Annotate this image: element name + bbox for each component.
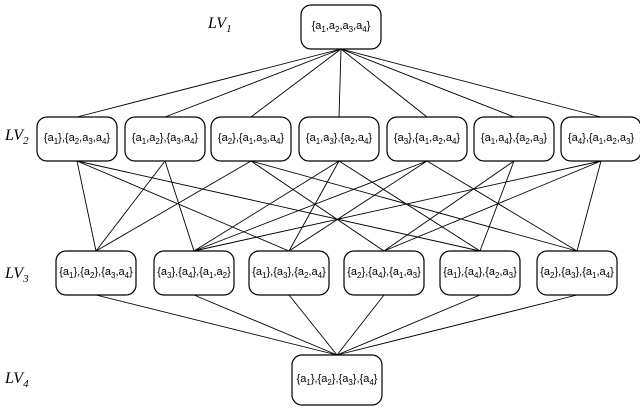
lattice-edges (76, 48, 602, 356)
edge-lv1-lv2 (340, 48, 515, 118)
edge-lv2-lv3 (288, 160, 340, 252)
edge-lv2-lv3 (479, 160, 515, 252)
edge-lv1-lv2 (164, 48, 342, 118)
edge-lv3-lv4 (336, 294, 481, 356)
node-label: {a1​},{a3​},{a2​,a4​} (252, 266, 326, 280)
edge-lv3-lv4 (288, 294, 338, 356)
node-box (153, 250, 235, 296)
edge-lv3-lv4 (336, 294, 578, 356)
node-lv3-3: {a1​},{a3​},{a2​,a4​} (248, 250, 330, 296)
node-label: {a1​},{a2​},{a3​},{a4​} (297, 373, 378, 387)
edge-lv2-lv3 (383, 160, 602, 252)
edge-lv1-lv2 (340, 48, 602, 118)
node-box (343, 250, 425, 296)
node-lv4-1: {a1​},{a2​},{a3​},{a4​} (291, 354, 383, 406)
node-box (300, 4, 382, 50)
edge-lv2-lv3 (383, 160, 515, 252)
edge-lv1-lv2 (76, 48, 342, 118)
node-lv1-1: {a1​,a2​,a3​,a4​} (300, 4, 382, 50)
edge-lv2-lv3 (288, 160, 428, 252)
node-label: {a3​},{a1​,a2​,a4​} (394, 132, 461, 146)
node-lv2-1: {a1​},{a2​,a3​,a4​} (36, 116, 118, 162)
node-box (386, 116, 468, 162)
node-label: {a1​},{a2​,a3​,a4​} (44, 132, 111, 146)
node-label: {a2​},{a1​,a3​,a4​} (218, 132, 285, 146)
node-box (55, 250, 137, 296)
node-lv2-3: {a2​},{a1​,a3​,a4​} (210, 116, 292, 162)
node-label: {a2​},{a3​},{a1​,a4​} (540, 266, 614, 280)
node-box (36, 116, 118, 162)
edge-lv2-lv3 (193, 160, 602, 252)
node-box (560, 116, 640, 162)
node-label: {a3​},{a4​},{a1​,a2​} (157, 266, 231, 280)
node-lv2-7: {a4​},{a1​,a2​,a3​} (560, 116, 640, 162)
node-label: {a1​,a3​},{a2​,a4​} (306, 132, 373, 146)
node-box (291, 354, 383, 406)
edge-lv2-lv3 (164, 160, 195, 252)
level-label-lv2: LV2 (4, 127, 29, 147)
level-label-lv4: LV4 (4, 370, 29, 390)
node-box (439, 250, 521, 296)
node-lv2-4: {a1​,a3​},{a2​,a4​} (298, 116, 380, 162)
node-box (536, 250, 618, 296)
edge-lv2-lv3 (576, 160, 602, 252)
node-box (298, 116, 380, 162)
edge-lv2-lv3 (76, 160, 290, 252)
node-label: {a1​,a4​},{a2​,a3​} (481, 132, 548, 146)
node-label: {a4​},{a1​,a2​,a3​} (568, 132, 635, 146)
edge-lv2-lv3 (426, 160, 578, 252)
edge-lv1-lv2 (340, 48, 428, 118)
node-box (210, 116, 292, 162)
node-lv2-5: {a3​},{a1​,a2​,a4​} (386, 116, 468, 162)
node-label: {a1​,a2​,a3​,a4​} (312, 20, 371, 34)
edge-lv2-lv3 (250, 160, 578, 252)
node-label: {a1​},{a2​},{a3​,a4​} (59, 266, 133, 280)
edge-lv2-lv3 (250, 160, 385, 252)
node-lv3-4: {a2​},{a4​},{a1​,a3​} (343, 250, 425, 296)
edge-lv2-lv3 (76, 160, 481, 252)
edge-lv3-lv4 (336, 294, 385, 356)
edge-lv2-lv3 (95, 160, 252, 252)
node-lv3-5: {a1​},{a4​},{a2​,a3​} (439, 250, 521, 296)
edge-lv1-lv2 (250, 48, 342, 118)
node-lv3-1: {a1​},{a2​},{a3​,a4​} (55, 250, 137, 296)
edge-lv3-lv4 (95, 294, 338, 356)
edge-lv1-lv2 (338, 48, 342, 118)
node-label: {a1​},{a4​},{a2​,a3​} (443, 266, 517, 280)
node-lv3-6: {a2​},{a3​},{a1​,a4​} (536, 250, 618, 296)
node-lv2-6: {a1​,a4​},{a2​,a3​} (473, 116, 555, 162)
level-label-lv3: LV3 (4, 265, 29, 285)
edge-lv3-lv4 (193, 294, 338, 356)
edge-lv2-lv3 (193, 160, 340, 252)
node-lv2-2: {a1​,a2​},{a3​,a4​} (124, 116, 206, 162)
node-label: {a2​},{a4​},{a1​,a3​} (347, 266, 421, 280)
node-box (124, 116, 206, 162)
node-lv3-2: {a3​},{a4​},{a1​,a2​} (153, 250, 235, 296)
edge-lv2-lv3 (76, 160, 97, 252)
node-box (248, 250, 330, 296)
edge-lv2-lv3 (95, 160, 166, 252)
edge-lv2-lv3 (338, 160, 481, 252)
edge-lv2-lv3 (193, 160, 428, 252)
level-label-lv1: LV1 (207, 15, 232, 35)
lattice-nodes: {a1​,a2​,a3​,a4​} {a1​},{a2​,a3​,a4​} {a1​… (36, 4, 640, 406)
node-label: {a1​,a2​},{a3​,a4​} (132, 132, 199, 146)
node-box (473, 116, 555, 162)
